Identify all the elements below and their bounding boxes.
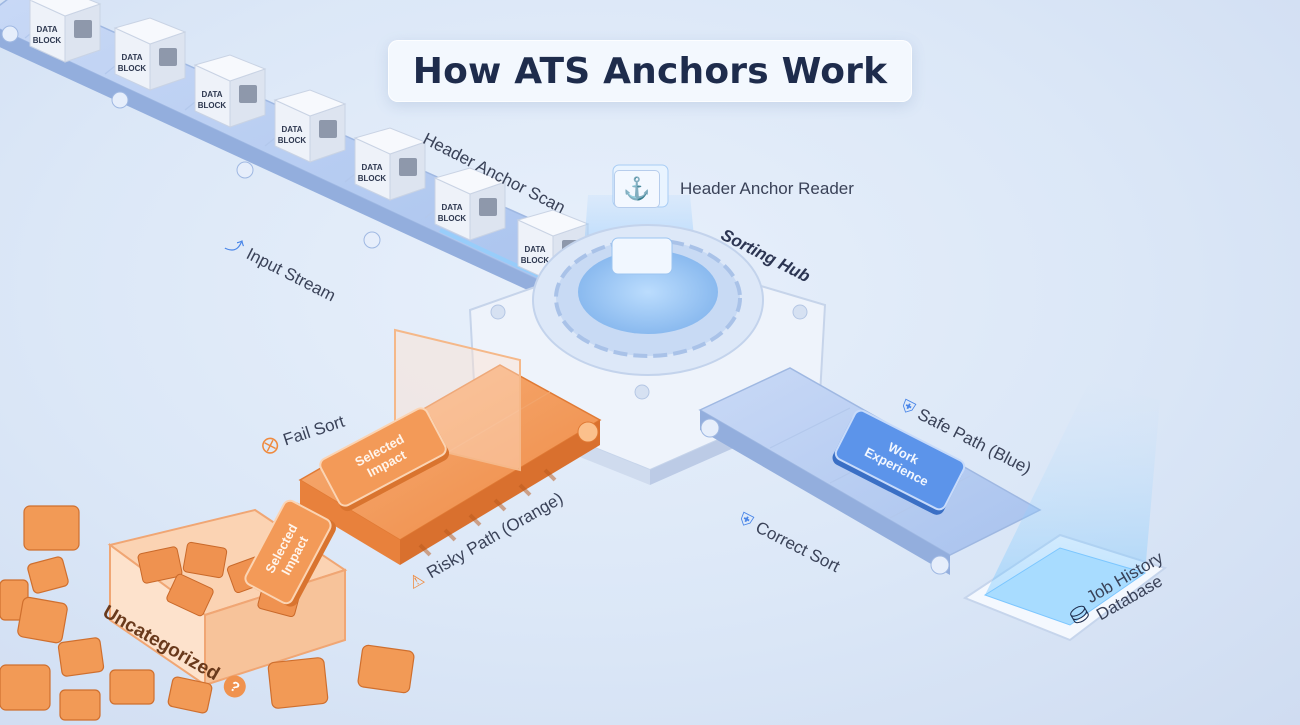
- data-block: DATA BLOCK: [433, 167, 507, 241]
- data-block-label: BLOCK: [118, 64, 147, 73]
- data-block-label: DATA: [201, 90, 222, 99]
- anchor-icon: ⚓: [614, 170, 660, 208]
- data-block: DATA BLOCK: [273, 89, 347, 163]
- title-card: How ATS Anchors Work: [388, 40, 912, 102]
- data-block: DATA BLOCK: [193, 54, 267, 128]
- data-block-label: BLOCK: [521, 256, 550, 265]
- data-block-label: BLOCK: [358, 174, 387, 183]
- data-block: DATA BLOCK: [353, 127, 427, 201]
- data-block-label: DATA: [524, 245, 545, 254]
- data-block-label: BLOCK: [198, 101, 227, 110]
- data-block-label: BLOCK: [278, 136, 307, 145]
- data-block: DATA BLOCK: [113, 17, 187, 91]
- job-history-database: [962, 380, 1168, 642]
- data-block-label: DATA: [441, 203, 462, 212]
- data-block-label: DATA: [361, 163, 382, 172]
- data-block-label: DATA: [121, 53, 142, 62]
- data-block: DATA BLOCK: [28, 0, 102, 63]
- data-block-label: DATA: [281, 125, 302, 134]
- orange-fragments: [0, 505, 415, 721]
- label-header-anchor-reader: ⚓ Header Anchor Reader: [614, 170, 854, 208]
- page-title: How ATS Anchors Work: [412, 50, 888, 92]
- data-block-label: DATA: [36, 25, 57, 34]
- data-block-label: BLOCK: [33, 36, 62, 45]
- data-block-label: BLOCK: [438, 214, 467, 223]
